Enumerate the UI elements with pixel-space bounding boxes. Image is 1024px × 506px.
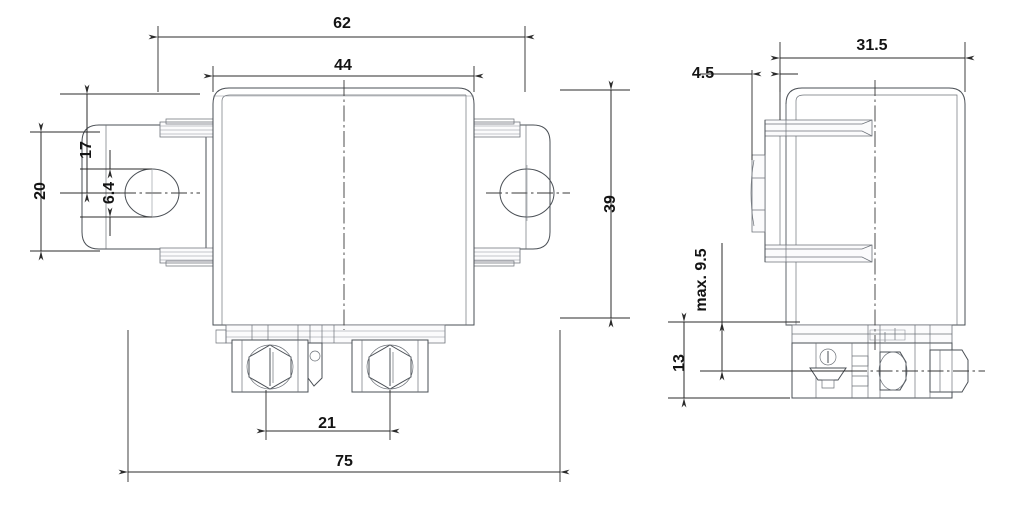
terminal-screw-right [351, 339, 429, 393]
coil-body-side [785, 87, 966, 326]
dim-label-4-5: 4.5 [692, 65, 714, 82]
terminal-screw-left [231, 339, 309, 393]
front-view-dimensions [30, 26, 630, 482]
dim-label-44: 44 [334, 57, 352, 74]
dim-label-17: 17 [78, 141, 95, 159]
dim-label-max-9-5: max. 9.5 [693, 248, 710, 311]
left-mounting-bracket [81, 118, 217, 267]
seal-lug-side [750, 154, 766, 233]
side-view-geometry [750, 80, 985, 399]
connector-block-side [791, 324, 969, 399]
dim-label-62: 62 [333, 15, 351, 32]
terminal-base-front [215, 324, 446, 344]
dim-label-20: 20 [32, 182, 49, 200]
front-view-geometry [81, 80, 570, 393]
side-view-dimensions [668, 42, 975, 408]
dim-label-6-4: 6.4 [101, 182, 118, 204]
dim-label-13: 13 [671, 354, 688, 372]
coil-body-front [212, 87, 475, 326]
dim-label-21: 21 [318, 415, 336, 432]
dim-label-31-5: 31.5 [856, 37, 887, 54]
dimension-labels: 62 44 20 17 6.4 39 21 75 31.5 4.5 max. 9… [32, 15, 887, 470]
ground-tab-front [307, 342, 323, 387]
dim-label-39: 39 [602, 195, 619, 213]
dim-label-75: 75 [335, 453, 353, 470]
